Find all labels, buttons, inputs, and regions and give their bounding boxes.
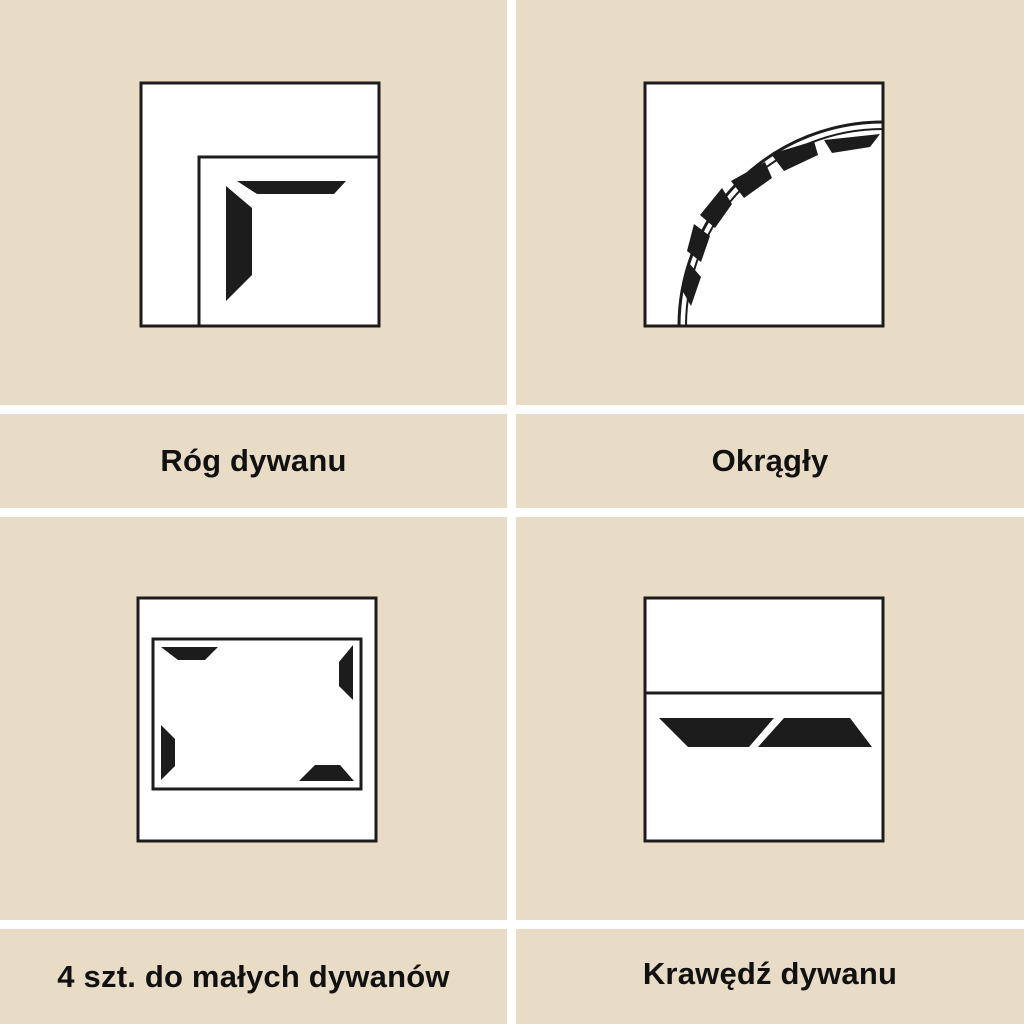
tile-small-rug-image bbox=[0, 517, 507, 920]
tile-small-rug-caption: 4 szt. do małych dywanów bbox=[0, 929, 507, 1024]
tile-round-label: Okrągły bbox=[711, 443, 829, 478]
tile-edge-image bbox=[516, 517, 1024, 920]
round-rug-icon bbox=[643, 81, 885, 328]
tile-small-rug-label: 4 szt. do małych dywanów bbox=[57, 958, 450, 994]
tile-corner-label: Róg dywanu bbox=[160, 443, 347, 478]
tile-corner-image bbox=[0, 0, 507, 405]
tile-edge-label: Krawędź dywanu bbox=[642, 955, 898, 991]
small-rug-four-corners-icon bbox=[136, 596, 378, 843]
tile-edge-caption: Krawędź dywanu bbox=[516, 929, 1024, 1024]
tile-round-caption: Okrągły bbox=[516, 414, 1024, 508]
rug-edge-icon bbox=[643, 596, 885, 843]
tile-round-image bbox=[516, 0, 1024, 405]
tile-corner-caption: Róg dywanu bbox=[0, 414, 507, 508]
rug-corner-icon bbox=[139, 81, 381, 328]
